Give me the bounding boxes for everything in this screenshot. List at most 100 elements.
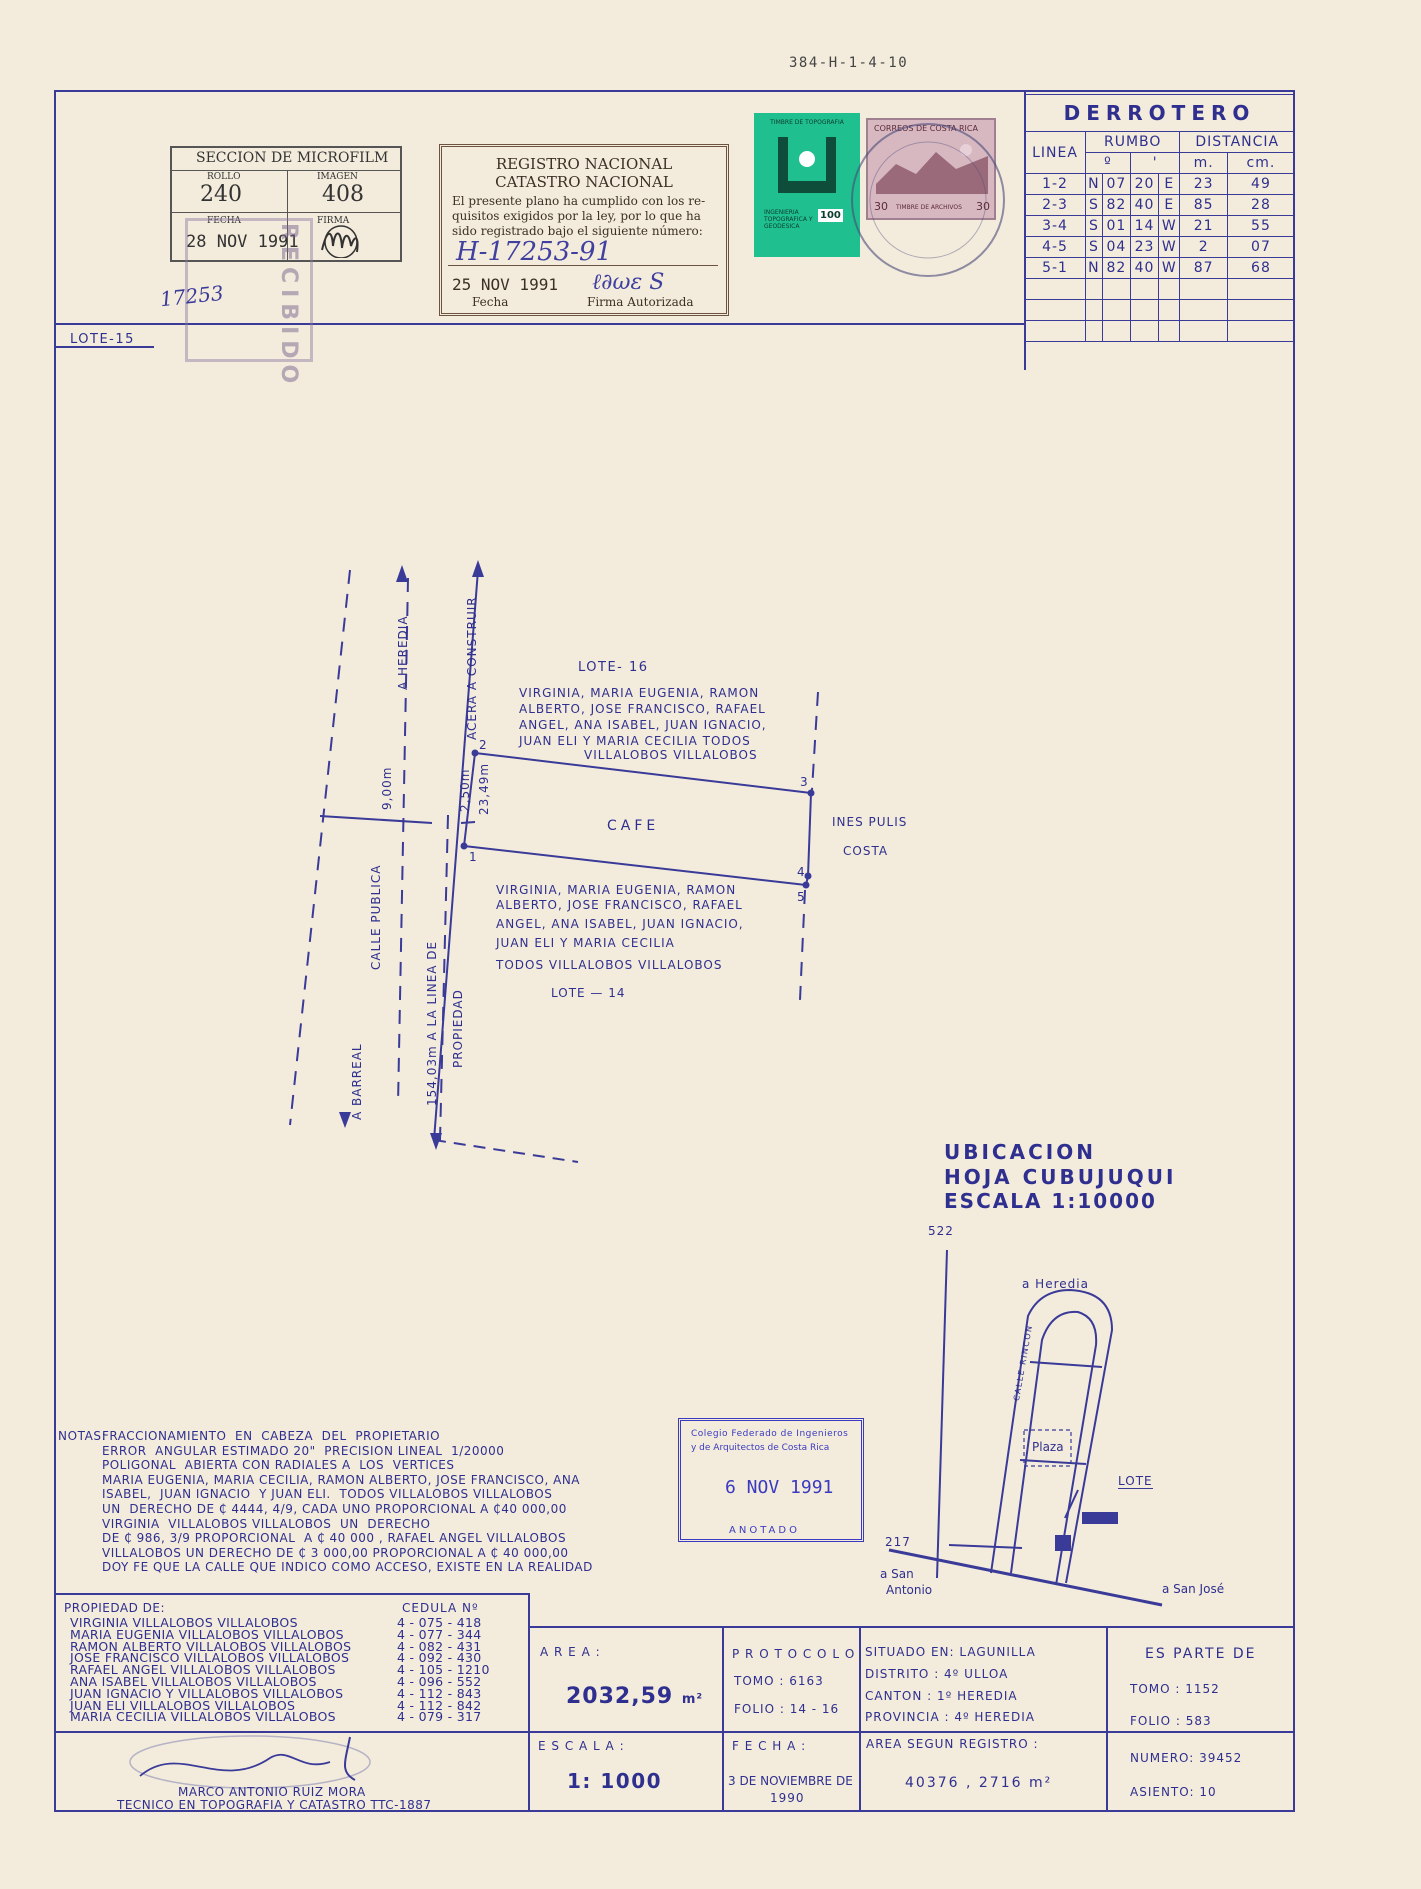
owner-cedula: 4 - 112 - 843 xyxy=(397,1685,482,1701)
acera-label: ACERA A CONSTRUIR xyxy=(465,596,479,740)
ubicacion-escala: ESCALA 1:10000 xyxy=(944,1189,1157,1213)
situado-line4: PROVINCIA : 4º HEREDIA xyxy=(865,1710,1035,1724)
nota-line: MARIA EUGENIA, MARIA CECILIA, RAMON ALBE… xyxy=(102,1472,581,1487)
protocolo-label: P R O T O C O L O xyxy=(732,1647,856,1661)
owners-top-1: VIRGINIA, MARIA EUGENIA, RAMON xyxy=(519,686,760,700)
coord-217: 217 xyxy=(885,1535,911,1549)
colegio-line2: y de Arquitectos de Costa Rica xyxy=(691,1443,830,1453)
derrotero-cell: W xyxy=(1158,236,1181,258)
owner-name: JUAN IGNACIO Y VILLALOBOS VILLALOBOS xyxy=(70,1685,344,1701)
owner-cedula: 4 - 075 - 418 xyxy=(397,1615,482,1630)
registro-title2: CATASTRO NACIONAL xyxy=(495,173,673,191)
san-antonio-2: Antonio xyxy=(886,1583,933,1597)
firma-label: FIRMA xyxy=(317,216,350,226)
microfilm-stamp: SECCION DE MICROFILM ROLLO IMAGEN 240 40… xyxy=(170,146,402,262)
technician-title: TECNICO EN TOPOGRAFIA Y CATASTRO TTC-188… xyxy=(117,1798,432,1812)
registro-date: 25 NOV 1991 xyxy=(452,275,558,294)
protocolo-folio: FOLIO : 14 - 16 xyxy=(734,1702,840,1716)
owners-top-5: VILLALOBOS VILLALOBOS xyxy=(584,748,758,762)
block-top-right xyxy=(528,1626,1295,1628)
owner-cedula: 4 - 112 - 842 xyxy=(397,1697,482,1713)
nota-line: ERROR ANGULAR ESTIMADO 20" PRECISION LIN… xyxy=(102,1443,505,1458)
derrotero-table: DERROTERO LINEA RUMBO DISTANCIA º ' m. c… xyxy=(1024,94,1296,342)
derrotero-cell: 20 xyxy=(1129,173,1160,195)
colegio-date: 6 NOV 1991 xyxy=(725,1477,834,1498)
es-parte-tomo: TOMO : 1152 xyxy=(1130,1682,1220,1696)
nota-line: DE ₵ 986, 3/9 PROPORCIONAL A ₵ 40 000 , … xyxy=(102,1531,567,1546)
registro-fecha-label: Fecha xyxy=(472,295,509,309)
area-number: 2032,59 xyxy=(566,1684,674,1709)
calle-publica-label: CALLE PUBLICA xyxy=(369,864,383,970)
nota-line: ISABEL, JUAN IGNACIO Y JUAN ELI. TODOS V… xyxy=(102,1487,553,1502)
signature-mark xyxy=(321,225,359,258)
timbre-title: TIMBRE DE TOPOGRAFIA xyxy=(770,119,844,126)
ubicacion-title: UBICACION xyxy=(944,1140,1096,1164)
propiedad-label: PROPIEDAD DE: xyxy=(64,1601,166,1615)
derrotero-cell: 1-2 xyxy=(1024,173,1086,195)
derrotero-cell: 40 xyxy=(1129,257,1160,279)
owners-bottom-3: ANGEL, ANA ISABEL, JUAN IGNACIO, xyxy=(496,917,744,931)
recibido-stamp: RECIBIDO xyxy=(185,218,313,389)
archivos-value-right: 30 xyxy=(976,200,990,213)
owner-cedula: 4 - 105 - 1210 xyxy=(397,1662,490,1678)
block-mid xyxy=(54,1731,1295,1733)
area-unit: m² xyxy=(681,1692,704,1707)
owner-cedula: 4 - 082 - 431 xyxy=(397,1638,482,1654)
imagen-label: IMAGEN xyxy=(317,172,358,182)
colegio-line1: Colegio Federado de Ingenieros xyxy=(691,1429,849,1439)
cedula-label: CEDULA Nº xyxy=(402,1601,479,1615)
dim-2349m: 23,49m xyxy=(477,762,491,815)
barreal-label: A BARREAL xyxy=(350,1043,364,1120)
situado-line3: CANTON : 1º HEREDIA xyxy=(865,1689,1018,1703)
vertex-1: 1 xyxy=(469,850,478,864)
owner-cedula: 4 - 096 - 552 xyxy=(397,1673,482,1689)
nota-line: UN DERECHO DE ₵ 4444, 4/9, CADA UNO PROP… xyxy=(102,1501,567,1516)
lote14-label: LOTE — 14 xyxy=(551,986,626,1000)
derrotero-empty-row xyxy=(1024,320,1296,342)
nota-line: POLIGONAL ABIERTA CON RADIALES A LOS VER… xyxy=(102,1458,455,1473)
rollo-label: ROLLO xyxy=(207,172,241,182)
derrotero-empty-row xyxy=(1024,299,1296,321)
owner-name: ANA ISABEL VILLALOBOS VILLALOBOS xyxy=(70,1673,317,1689)
fecha-label: FECHA xyxy=(207,216,242,226)
microfilm-title: SECCION DE MICROFILM xyxy=(196,150,389,166)
registro-line2: quisitos exigidos por la ley, por lo que… xyxy=(452,209,701,223)
es-parte-title: ES PARTE DE xyxy=(1145,1646,1257,1662)
fecha-label: F E C H A : xyxy=(732,1739,807,1753)
owner-cedula: 4 - 077 - 344 xyxy=(397,1626,482,1642)
escala-value: 1: 1000 xyxy=(567,1769,663,1793)
fecha-line1: 3 DE NOVIEMBRE DE xyxy=(728,1774,853,1788)
owners-bottom-1: VIRGINIA, MARIA EUGENIA, RAMON xyxy=(496,883,737,897)
block-v4 xyxy=(1106,1626,1108,1812)
owner-name: MARIA EUGENIA VILLALOBOS VILLALOBOS xyxy=(70,1626,344,1642)
owners-bottom-2: ALBERTO, JOSE FRANCISCO, RAFAEL xyxy=(496,898,743,912)
owners-top-4: JUAN ELI Y MARIA CECILIA TODOS xyxy=(519,734,751,748)
a-heredia-label: a Heredia xyxy=(1022,1277,1089,1291)
notas-label: NOTAS: xyxy=(58,1429,107,1443)
san-antonio-1: a San xyxy=(880,1567,914,1581)
lote16-label: LOTE- 16 xyxy=(578,660,649,675)
area-registro-label: AREA SEGUN REGISTRO : xyxy=(866,1737,1039,1751)
derrotero-cell: 3-4 xyxy=(1024,215,1086,237)
lote15-label: LOTE-15 xyxy=(70,332,135,347)
owner-name: RAFAEL ANGEL VILLALOBOS VILLALOBOS xyxy=(70,1662,336,1678)
block-v1 xyxy=(528,1593,530,1812)
recibido-text: RECIBIDO xyxy=(276,223,301,390)
owners-top-2: ALBERTO, JOSE FRANCISCO, RAFAEL xyxy=(519,702,766,716)
ubicacion-hoja: HOJA CUBUJUQUI xyxy=(944,1165,1177,1189)
registro-number: H-17253-91 xyxy=(456,237,613,267)
block-v2 xyxy=(722,1626,724,1812)
block-v3 xyxy=(859,1626,861,1812)
timbre-value: 100 xyxy=(818,209,843,222)
coord-522: 522 xyxy=(928,1224,954,1238)
derrotero-cell: 5-1 xyxy=(1024,257,1086,279)
area-registro-value: 40376 , 2716 m² xyxy=(905,1775,1053,1791)
owner-cedula: 4 - 079 - 317 xyxy=(397,1709,482,1725)
es-parte-asiento: ASIENTO: 10 xyxy=(1130,1785,1217,1799)
header-divider xyxy=(54,323,1025,325)
dim-9m: 9,00m xyxy=(380,766,394,810)
